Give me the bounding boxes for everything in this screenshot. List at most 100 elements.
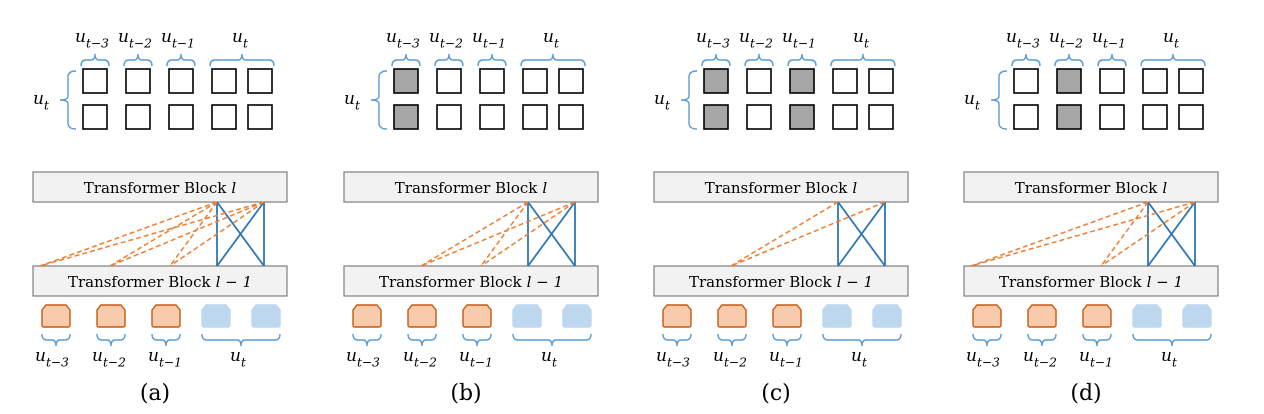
block-l-name: Transformer Block <box>705 179 849 197</box>
top-brace-u_t2 <box>123 53 153 67</box>
causal-attention-line <box>216 201 265 267</box>
top-label-u_t3: ut−3 <box>696 27 730 50</box>
mask-cell <box>436 104 462 130</box>
block-l-minus-1-name: Transformer Block <box>999 273 1143 291</box>
top-label-u_t2: ut−2 <box>1049 27 1083 50</box>
current-utterance-token <box>1132 304 1162 328</box>
bottom-brace-u_t1 <box>151 333 181 347</box>
top-label-u_t3-base: u <box>75 27 86 47</box>
bottom-label-u_t2-sub: t−2 <box>724 355 747 369</box>
bottom-label-u_t2-sub: t−2 <box>414 355 437 369</box>
current-utterance-token <box>562 304 592 328</box>
history-attention-line <box>169 201 265 267</box>
panel-caption: (c) <box>761 381 791 406</box>
causal-attention-line <box>1147 201 1196 267</box>
mask-cell <box>211 68 237 94</box>
transformer-block-l <box>343 171 599 203</box>
bottom-brace-u_t1 <box>1082 333 1112 347</box>
mask-cell <box>82 104 108 130</box>
side-label-u_t-sub: t <box>975 98 980 112</box>
bottom-label-u_t1-base: u <box>459 346 470 366</box>
top-label-u_t3: ut−3 <box>75 27 109 50</box>
history-attention-line <box>970 201 1196 267</box>
transformer-block-l <box>653 171 909 203</box>
mask-cell <box>125 104 151 130</box>
mask-cell <box>393 104 419 130</box>
mask-cell <box>522 68 548 94</box>
bottom-label-u_t: ut <box>851 346 867 369</box>
side-label-u_t-base: u <box>33 89 44 109</box>
block-l-name: Transformer Block <box>1015 179 1159 197</box>
past-utterance-token <box>151 304 181 328</box>
mask-cell <box>1056 104 1082 130</box>
bottom-label-u_t-sub: t <box>862 355 867 369</box>
past-utterance-token <box>972 304 1002 328</box>
history-attention-line <box>1100 201 1196 267</box>
top-brace-u_t3 <box>391 53 421 67</box>
top-brace-u_t2 <box>744 53 774 67</box>
bottom-brace-u_t <box>201 333 281 347</box>
mask-cell <box>558 68 584 94</box>
causal-attention-line <box>837 201 886 267</box>
bottom-label-u_t2-base: u <box>92 346 103 366</box>
current-utterance-token <box>1182 304 1212 328</box>
top-brace-u_t <box>209 53 275 67</box>
top-label-u_t1: ut−1 <box>161 27 195 50</box>
side-brace <box>370 70 388 130</box>
past-utterance-token <box>96 304 126 328</box>
side-label-u_t-base: u <box>344 89 355 109</box>
bottom-label-u_t2-sub: t−2 <box>1034 355 1057 369</box>
top-brace-u_t1 <box>787 53 817 67</box>
top-brace-u_t <box>1140 53 1206 67</box>
side-label-u_t: ut <box>964 89 980 112</box>
bottom-brace-u_t3 <box>972 333 1002 347</box>
bottom-brace-u_t3 <box>41 333 71 347</box>
top-brace-u_t <box>520 53 586 67</box>
panel-caption: (d) <box>1070 381 1101 406</box>
mask-cell <box>832 68 858 94</box>
mask-cell <box>393 68 419 94</box>
top-label-u_t2-sub: t−2 <box>1060 36 1083 50</box>
bottom-label-u_t3-sub: t−3 <box>46 355 69 369</box>
bottom-label-u_t1-sub: t−1 <box>1090 355 1113 369</box>
mask-cell <box>832 104 858 130</box>
bottom-label-u_t3-sub: t−3 <box>357 355 380 369</box>
top-label-u_t-sub: t <box>1174 36 1179 50</box>
block-l-minus-1-index: l − 1 <box>837 273 873 291</box>
top-label-u_t1-sub: t−1 <box>1103 36 1126 50</box>
history-attention-line <box>1100 201 1149 267</box>
transformer-block-l <box>963 171 1219 203</box>
history-attention-line <box>730 201 839 267</box>
bottom-brace-u_t <box>1132 333 1212 347</box>
block-l-name: Transformer Block <box>395 179 539 197</box>
top-label-u_t-sub: t <box>864 36 869 50</box>
top-label-u_t-base: u <box>543 27 554 47</box>
mask-cell <box>1013 68 1039 94</box>
bottom-label-u_t2: ut−2 <box>92 346 126 369</box>
bottom-label-u_t: ut <box>541 346 557 369</box>
bottom-label-u_t1-sub: t−1 <box>159 355 182 369</box>
transformer-block-l-minus-1 <box>343 265 599 297</box>
top-label-u_t2-base: u <box>1049 27 1060 47</box>
history-attention-line <box>480 201 576 267</box>
mask-cell <box>1013 104 1039 130</box>
top-label-u_t-base: u <box>853 27 864 47</box>
bottom-brace-u_t1 <box>772 333 802 347</box>
mask-cell <box>522 104 548 130</box>
side-label-u_t: ut <box>344 89 360 112</box>
bottom-label-u_t1-base: u <box>1079 346 1090 366</box>
bottom-label-u_t2-base: u <box>403 346 414 366</box>
mask-cell <box>1142 68 1168 94</box>
top-label-u_t3: ut−3 <box>386 27 420 50</box>
block-l-minus-1-name: Transformer Block <box>379 273 523 291</box>
block-l-index: l <box>231 179 236 197</box>
panel-caption: (a) <box>140 381 170 406</box>
bottom-label-u_t1-base: u <box>769 346 780 366</box>
top-label-u_t2-sub: t−2 <box>129 36 152 50</box>
mask-cell <box>868 68 894 94</box>
mask-cell <box>479 68 505 94</box>
top-label-u_t2-sub: t−2 <box>440 36 463 50</box>
